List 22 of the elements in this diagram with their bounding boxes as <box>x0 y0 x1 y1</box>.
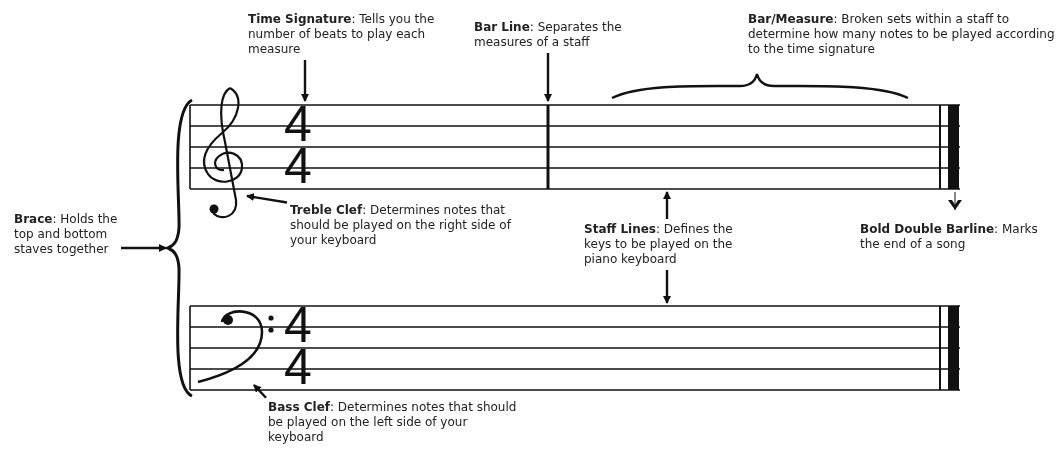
double-barline <box>938 306 960 390</box>
arrow <box>121 244 167 252</box>
callout-text: Bar Line: Separates the measures of a staff <box>474 20 659 50</box>
arrow <box>253 384 267 399</box>
callout-text: Brace: Holds the top and bottom staves together <box>14 212 118 257</box>
staff <box>189 305 961 391</box>
callout-text: Treble Clef: Determines notes that should be played on the right side of your keyboard <box>290 203 540 248</box>
arrow <box>544 53 552 102</box>
arrow <box>301 60 309 102</box>
bar-line <box>545 105 552 189</box>
callout-text: Staff Lines: Defines the keys to be played on the piano keyboard <box>584 222 754 267</box>
bass-clef-symbol <box>196 307 276 385</box>
brace-symbol <box>164 98 194 398</box>
callout-text: Bold Double Barline: Marks the end of a song <box>860 222 1060 252</box>
arrow <box>246 193 288 204</box>
callout-text: Bass Clef: Determines notes that should be played on the left side of your keyboard <box>268 400 518 445</box>
double-barline <box>938 105 960 189</box>
arrow <box>663 191 671 219</box>
arrow <box>663 270 671 304</box>
callout-text: Time Signature: Tells you the number of beats to play each measure <box>248 12 463 57</box>
callout-text: Bar/Measure: Broken sets within a staff to determine how many notes to be played according to the time signature <box>748 12 1058 57</box>
staff <box>189 104 961 190</box>
